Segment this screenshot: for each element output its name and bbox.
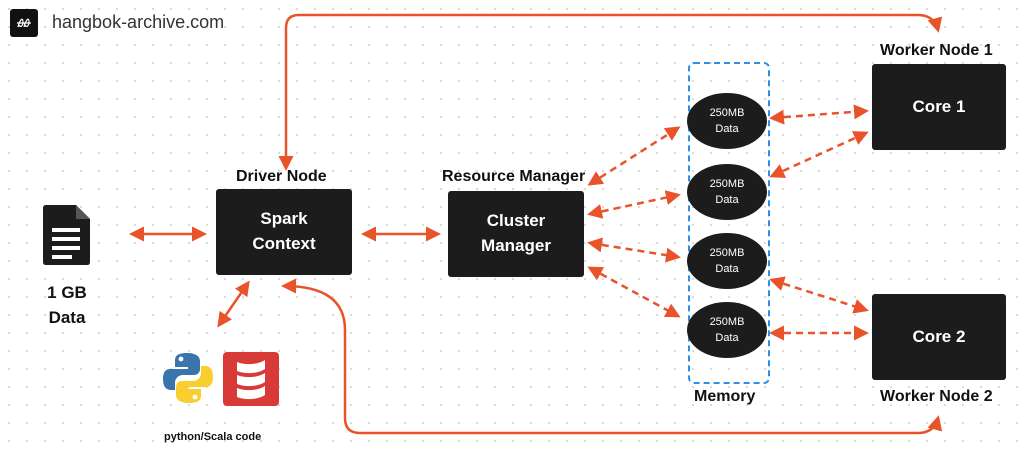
arrow-mem1-core1 (769, 104, 869, 125)
core-1-box[interactable]: Core 1 (872, 64, 1006, 150)
spark-context-line2: Context (252, 234, 316, 253)
core-2-label: Core 2 (912, 326, 966, 346)
core-2-box[interactable]: Core 2 (872, 294, 1006, 380)
arrow-driver-worker1 (278, 13, 943, 171)
memory-block-label: Data (715, 194, 739, 206)
memory-block[interactable]: 250MB Data (687, 93, 767, 149)
memory-container (688, 62, 770, 384)
arrow-manager-mem2 (587, 190, 681, 219)
memory-block-size: 250MB (709, 315, 745, 328)
data-size: 1 GB (47, 283, 87, 302)
arrow-mem3-core2 (769, 276, 869, 314)
driver-node-heading: Driver Node (236, 168, 327, 185)
memory-block[interactable]: 250MB Data (687, 164, 767, 220)
memory-block-size: 250MB (709, 177, 745, 190)
memory-block-label: Data (715, 332, 739, 344)
code-label: python/Scala code (164, 431, 262, 443)
spark-context-box[interactable]: Spark Context (216, 189, 352, 275)
arrow-mem2-core1 (769, 131, 869, 178)
cluster-manager-box[interactable]: Cluster Manager (448, 191, 584, 277)
signature-logo-icon (17, 18, 31, 28)
memory-block-label: Data (715, 263, 739, 275)
memory-block[interactable]: 250MB Data (687, 302, 767, 358)
worker-node-1-heading: Worker Node 1 (880, 42, 993, 59)
cluster-manager-line2: Manager (481, 236, 551, 255)
core-1-label: Core 1 (912, 96, 966, 116)
arrow-manager-mem3 (587, 237, 681, 263)
memory-block-label: Data (715, 123, 739, 135)
spark-context-line1: Spark (260, 209, 308, 229)
arrow-driver-code (217, 280, 250, 328)
document-icon (40, 204, 92, 271)
site-logo (10, 9, 38, 37)
scala-logo-icon (223, 352, 279, 411)
python-logo-icon (160, 350, 216, 411)
arrow-manager-mem4 (587, 266, 681, 318)
site-name[interactable]: hangbok-archive.com (52, 12, 225, 32)
memory-block[interactable]: 250MB Data (687, 233, 767, 289)
data-label: Data (48, 307, 86, 327)
worker-node-2-heading: Worker Node 2 (880, 388, 993, 405)
memory-block-size: 250MB (709, 246, 745, 259)
memory-label: Memory (694, 388, 756, 405)
arrow-manager-mem1 (587, 126, 681, 186)
data-source-label: 1 GB Data (22, 281, 112, 330)
arrow-driver-worker2 (281, 278, 943, 435)
cluster-manager-line1: Cluster (486, 211, 546, 231)
resource-manager-heading: Resource Manager (442, 168, 586, 185)
memory-block-size: 250MB (709, 106, 745, 119)
